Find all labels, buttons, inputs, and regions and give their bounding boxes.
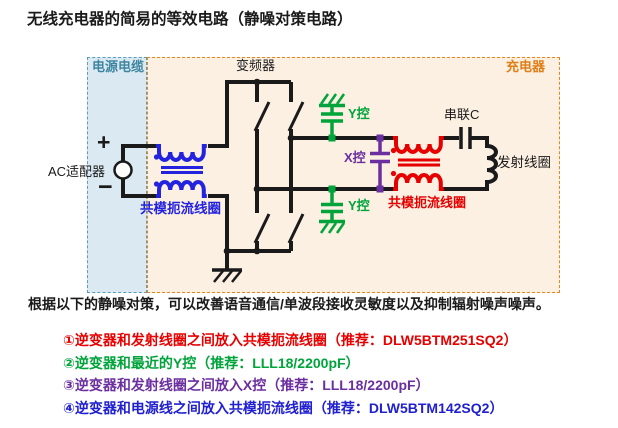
- x-cap-label: X控: [344, 150, 366, 165]
- countermeasure-item-4: ④逆变器和电源线之间放入共模扼流线圈（推荐：DLW5BTM142SQ2）: [63, 399, 504, 416]
- power-cable-label: 电源电缆: [92, 59, 145, 74]
- ac-adapter-label: AC适配器: [48, 164, 106, 179]
- page-title: 无线充电器的简易的等效电路（静噪对策电路）: [27, 11, 353, 28]
- y-cap-top-label: Y控: [348, 106, 370, 121]
- countermeasure-item-1: ①逆变器和发射线圈之间放入共模扼流线圈（推荐：DLW5BTM251SQ2）: [63, 332, 518, 348]
- description-text: 根据以下的静噪对策，可以改善语音通信/单波段接收灵敏度以及抑制辐射噪声噪声。: [28, 296, 550, 312]
- inverter-label: 变频器: [236, 58, 276, 73]
- plus-sign: +: [97, 129, 111, 155]
- countermeasure-item-2: ②逆变器和最近的Y控（推荐：LLL18/2200pF）: [63, 354, 360, 371]
- y-cap-bottom-label: Y控: [348, 198, 370, 213]
- charger-region: [147, 57, 560, 293]
- transmit-coil-label: 发射线圈: [497, 155, 551, 170]
- countermeasure-item-3: ③逆变器和发射线圈之间放入X控（推荐：LLL18/2200pF）: [63, 377, 430, 394]
- charger-label: 充电器: [506, 59, 546, 74]
- input-choke-label: 共模扼流线圈: [140, 201, 221, 216]
- output-choke-label: 共模扼流线圈: [388, 195, 467, 210]
- series-cap-label: 串联C: [444, 107, 480, 122]
- minus-sign: −: [98, 173, 113, 201]
- countermeasure-list: ①逆变器和发射线圈之间放入共模扼流线圈（推荐：DLW5BTM251SQ2） ②逆…: [63, 329, 517, 419]
